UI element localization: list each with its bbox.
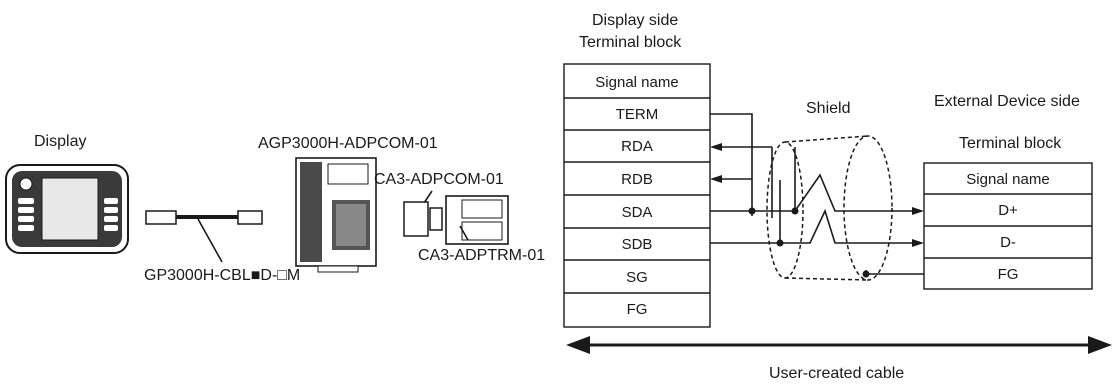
connector-ca3-adpcom [403, 201, 443, 237]
adapter-label: AGP3000H-ADPCOM-01 [258, 135, 438, 152]
display-device [5, 164, 129, 254]
connector-label: CA3-ADPCOM-01 [374, 171, 504, 188]
signal-sg: SG [626, 269, 648, 286]
shield-ellipses [766, 135, 893, 281]
display-side-table [563, 63, 711, 328]
external-side-title-2: Terminal block [959, 135, 1062, 152]
signal-fg: FG [627, 301, 648, 318]
user-cable-label: User-created cable [769, 365, 904, 382]
display-side-header: Signal name [595, 74, 678, 91]
signal-external-fg: FG [998, 266, 1019, 283]
external-side-title-1: External Device side [934, 93, 1080, 110]
display-side-title-2: Terminal block [579, 34, 682, 51]
signal-d-plus: D+ [998, 202, 1018, 219]
terminal-label: CA3-ADPTRM-01 [418, 247, 545, 264]
display-side-title-1: Display side [592, 12, 678, 29]
adapter-device [295, 157, 377, 273]
connector-ca3-adptrm [445, 195, 509, 245]
signal-sda: SDA [622, 204, 653, 221]
signal-term: TERM [616, 106, 659, 123]
signal-rda: RDA [621, 138, 653, 155]
display-label: Display [34, 133, 86, 150]
signal-sdb: SDB [622, 236, 653, 253]
external-side-header: Signal name [966, 171, 1049, 188]
wiring [710, 113, 924, 278]
external-side-table [923, 162, 1093, 290]
signal-d-minus: D- [1000, 234, 1016, 251]
display-cable [145, 210, 263, 263]
cable-label: GP3000H-CBL■D-□M [144, 267, 300, 284]
shield-label: Shield [806, 100, 850, 117]
signal-rdb: RDB [621, 171, 653, 188]
user-cable-arrow [566, 336, 1112, 354]
